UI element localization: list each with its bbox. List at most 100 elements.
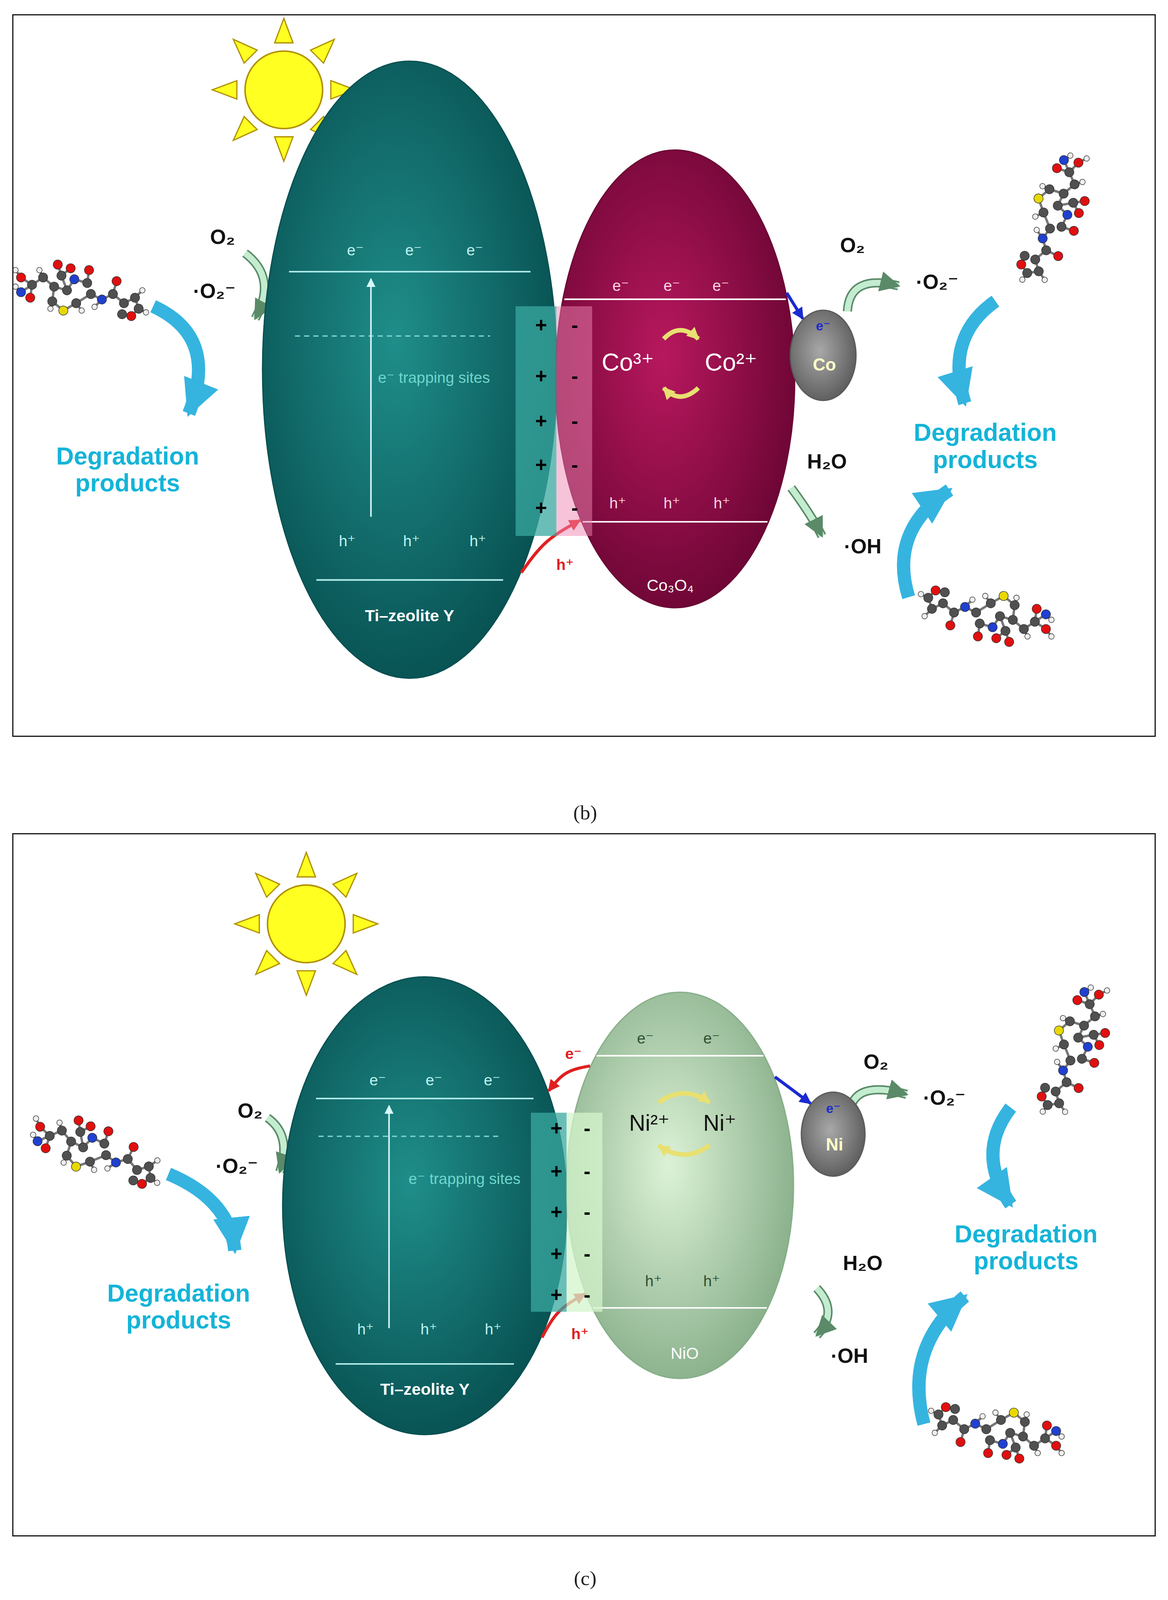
bond xyxy=(975,1416,983,1425)
sun-disc xyxy=(267,885,346,964)
charge-sign: + xyxy=(535,364,548,387)
bond xyxy=(1019,264,1029,274)
degradation-arrow xyxy=(918,1296,965,1425)
atom xyxy=(154,1157,161,1164)
atom xyxy=(145,1172,156,1184)
bond xyxy=(986,1420,1002,1430)
atom xyxy=(16,287,26,297)
bond xyxy=(1003,596,1015,606)
species-label: e⁻ xyxy=(405,241,422,259)
bond xyxy=(1077,1000,1091,1005)
bond xyxy=(1022,272,1028,281)
bond xyxy=(1083,1014,1095,1028)
atom xyxy=(959,1424,969,1435)
atom xyxy=(996,1415,1006,1425)
atom xyxy=(65,1136,77,1148)
species-label: H₂O xyxy=(807,450,848,473)
degradation-arrow xyxy=(958,301,996,404)
molecule-model xyxy=(1013,146,1097,292)
atom xyxy=(969,596,975,603)
atom xyxy=(78,307,85,314)
bond xyxy=(1081,1059,1095,1064)
atom xyxy=(1058,188,1069,199)
atom xyxy=(34,1121,46,1133)
charge-sign: - xyxy=(583,1117,591,1140)
charge-sign: + xyxy=(550,1242,563,1266)
bond xyxy=(142,1176,151,1186)
bond xyxy=(34,1118,42,1127)
ellipse-fill xyxy=(282,976,567,1435)
atom xyxy=(16,272,26,282)
sun-ray xyxy=(255,873,280,898)
bond xyxy=(935,590,945,593)
atom xyxy=(1079,178,1086,186)
bond xyxy=(83,1136,93,1150)
atom xyxy=(1009,1408,1019,1418)
atom xyxy=(36,267,43,273)
bond xyxy=(931,603,944,610)
bond xyxy=(1014,598,1017,606)
atom xyxy=(130,293,140,303)
bond xyxy=(1073,199,1085,205)
bond xyxy=(148,1159,158,1168)
atom xyxy=(90,1166,98,1174)
sun-ray xyxy=(274,18,294,44)
atom xyxy=(1089,1011,1101,1022)
bond xyxy=(1002,1432,1011,1444)
bond xyxy=(30,284,33,299)
atom xyxy=(1053,1058,1061,1065)
atom xyxy=(1032,213,1039,220)
sun-ray xyxy=(297,971,316,996)
atom xyxy=(1079,986,1090,998)
bond xyxy=(1047,1101,1060,1108)
bond xyxy=(66,1141,72,1157)
ellipse-outline xyxy=(565,991,795,1380)
bond xyxy=(52,286,55,302)
bond xyxy=(1081,1046,1088,1060)
atom xyxy=(1042,1099,1054,1111)
sun-ray xyxy=(233,39,257,64)
atom xyxy=(941,1402,951,1412)
figure-panel: Ti–zeolite YNiOe⁻Ni(c) xyxy=(12,833,1156,1537)
bond xyxy=(964,1423,976,1430)
species-label: h⁺ xyxy=(403,532,420,550)
atom xyxy=(85,1121,96,1132)
bond xyxy=(57,264,62,276)
node-label: Ni xyxy=(825,1135,844,1155)
bond xyxy=(88,1161,96,1170)
junction-region xyxy=(556,306,593,537)
atom xyxy=(1033,266,1045,277)
atom xyxy=(1019,624,1029,634)
atom xyxy=(134,304,144,314)
bond xyxy=(945,1407,955,1410)
atom xyxy=(937,1421,947,1431)
bond xyxy=(1034,614,1047,623)
atom xyxy=(99,1138,110,1150)
bond xyxy=(52,301,64,311)
bond xyxy=(960,1429,964,1443)
atom xyxy=(1073,207,1085,219)
product-label: Degradation products xyxy=(898,419,1073,474)
junction-region xyxy=(515,306,557,537)
bond xyxy=(928,598,932,610)
bond xyxy=(931,1411,939,1415)
sun-ray xyxy=(333,873,357,898)
atom xyxy=(1073,157,1084,169)
bond xyxy=(131,308,139,317)
bond xyxy=(976,603,991,613)
atom xyxy=(1030,617,1040,627)
node-label: Ti–zeolite Y xyxy=(380,1380,470,1399)
atom xyxy=(1053,1098,1065,1109)
atom xyxy=(1016,259,1027,270)
bond xyxy=(80,1124,91,1134)
product-label: Degradation products xyxy=(91,1279,266,1334)
atom xyxy=(49,282,59,292)
atom xyxy=(1029,254,1041,265)
bond xyxy=(1024,1414,1027,1423)
semiconductor-ellipse: Co₃O₄ xyxy=(554,149,796,609)
bond xyxy=(63,303,77,311)
atom xyxy=(1058,1450,1065,1457)
atom xyxy=(995,611,1005,621)
node-label: Ti–zeolite Y xyxy=(364,607,454,626)
bond xyxy=(928,590,936,599)
